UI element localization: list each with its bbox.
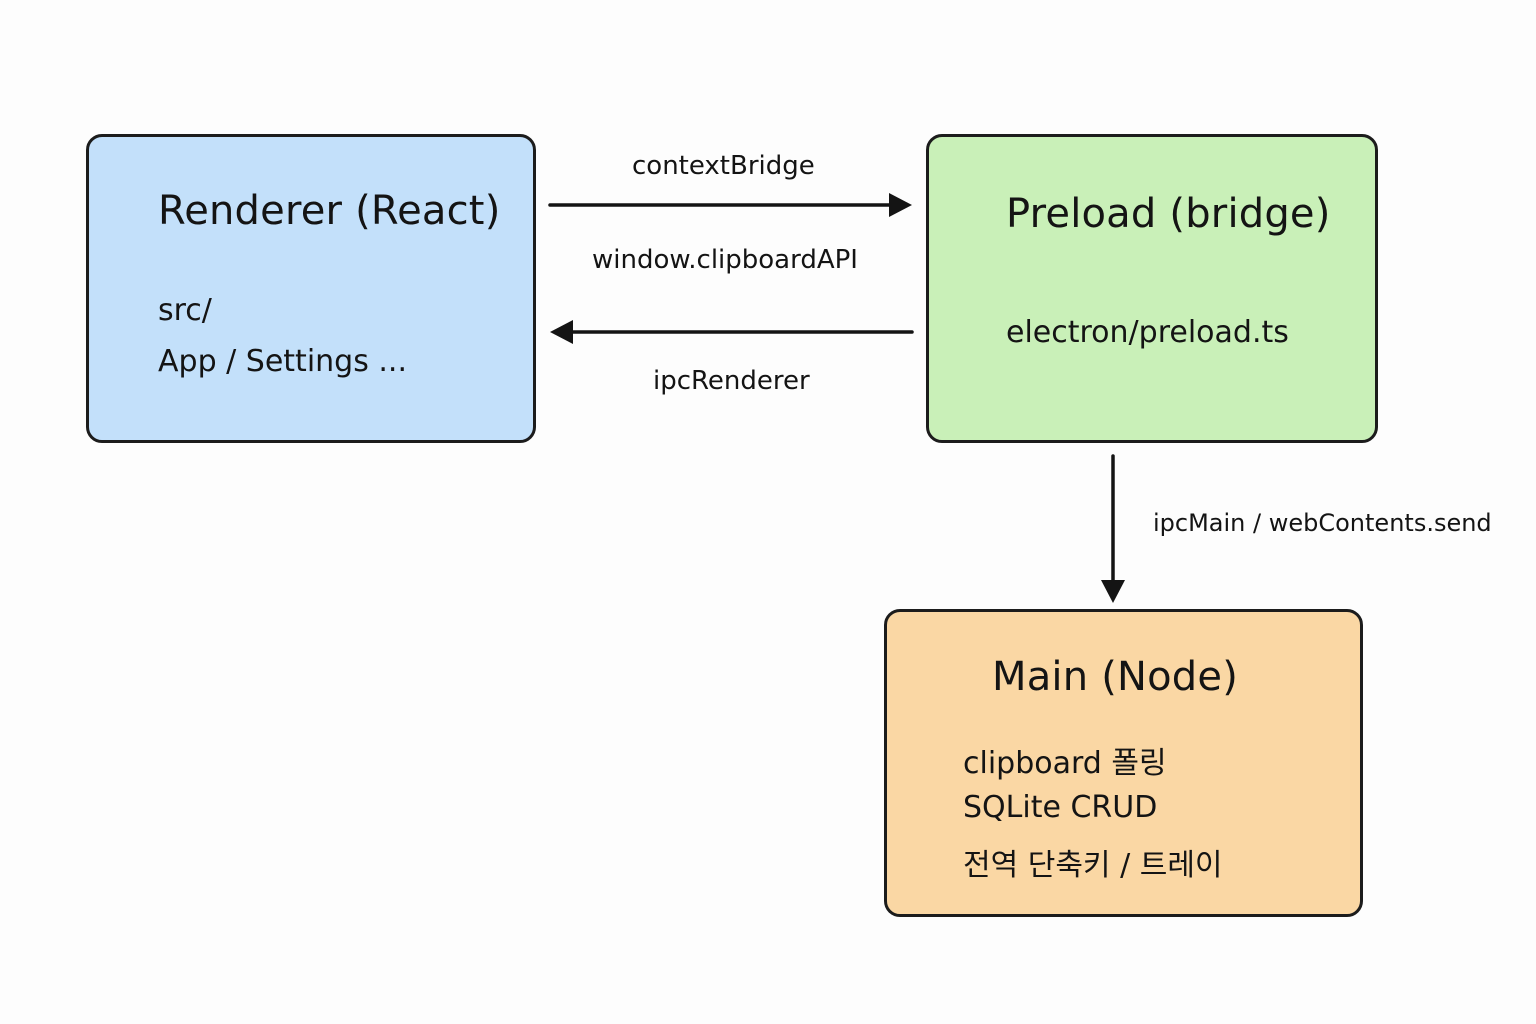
preload-line-file: electron/preload.ts: [1006, 315, 1289, 350]
edge-label-context-bridge: contextBridge: [632, 151, 815, 181]
main-line-sqlite: SQLite CRUD: [963, 790, 1158, 825]
preload-title: Preload (bridge): [1006, 191, 1331, 237]
arrow-preload-to-renderer: [550, 320, 914, 344]
renderer-line-src: src/: [158, 293, 212, 328]
renderer-box: [86, 134, 536, 443]
main-box: [884, 609, 1363, 917]
main-line-clipboard: clipboard 폴링: [963, 746, 1167, 781]
renderer-line-app: App / Settings ...: [158, 344, 407, 379]
arrow-renderer-to-preload: [548, 193, 912, 217]
edge-label-ipc-main: ipcMain / webContents.send: [1153, 509, 1492, 537]
arrow-preload-to-main: [1101, 454, 1125, 603]
renderer-title: Renderer (React): [158, 188, 501, 234]
edge-label-ipc-renderer: ipcRenderer: [653, 366, 810, 396]
preload-box: [926, 134, 1378, 443]
main-title: Main (Node): [992, 654, 1239, 700]
edge-label-window-clipboard-api: window.clipboardAPI: [592, 245, 858, 275]
main-line-shortcut: 전역 단축키 / 트레이: [963, 848, 1223, 883]
